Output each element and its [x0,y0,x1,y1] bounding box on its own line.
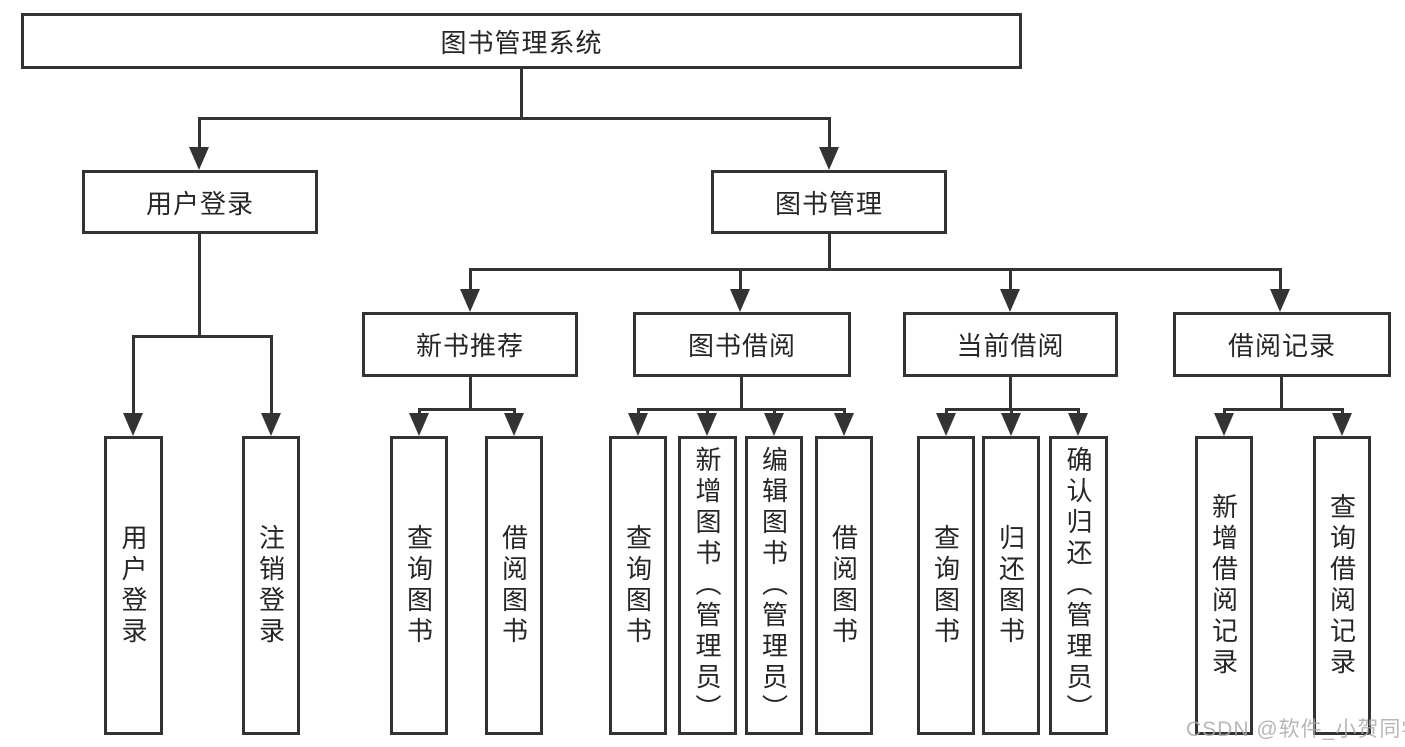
connector-line [520,69,523,117]
leaf-borrow-add-book-admin: 新增图书（管理员） [678,436,737,735]
connector-arrowhead [730,289,750,312]
connector-line [270,335,273,415]
leaf-newbook-borrow-book: 借阅图书 [485,436,543,735]
connector-arrowhead [460,289,480,312]
leaf-borrow-edit-book-admin-label: 编辑图书（管理员） [758,446,789,725]
node-book-management-label: 图书管理 [774,188,883,219]
connector-line [1341,408,1344,416]
leaf-record-query-label: 查询借阅记录 [1326,492,1357,679]
connector-arrowhead [834,413,854,436]
leaf-logout-label: 注销登录 [255,523,286,648]
connector-arrowhead [697,413,717,436]
leaf-newbook-borrow-book-label: 借阅图书 [498,523,529,648]
node-user-login: 用户登录 [82,170,318,234]
connector-line [469,377,472,410]
node-book-borrow-label: 图书借阅 [687,331,796,361]
leaf-newbook-query-book-label: 查询图书 [403,523,434,648]
connector-line [1009,377,1012,410]
csdn-watermark: CSDN @软件_小贺同学 [1186,718,1405,741]
connector-line [843,408,846,416]
node-book-management: 图书管理 [711,170,947,234]
connector-line [1009,268,1012,291]
connector-line [513,408,516,416]
leaf-borrow-edit-book-admin: 编辑图书（管理员） [745,436,803,735]
leaf-borrow-add-book-admin-label: 新增图书（管理员） [692,446,722,725]
connector-line [637,408,846,411]
connector-arrowhead [1068,413,1088,436]
node-new-book-recommend: 新书推荐 [362,312,578,377]
node-root-label: 图书管理系统 [440,27,603,58]
connector-line [773,408,776,416]
leaf-record-add-label: 新增借阅记录 [1208,492,1239,679]
leaf-current-confirm-return-admin-label: 确认归还（管理员） [1063,446,1093,725]
connector-line [1077,408,1080,416]
connector-arrowhead [1270,289,1290,312]
leaf-borrow-borrow-book-label: 借阅图书 [828,523,859,648]
connector-arrowhead [819,147,839,170]
connector-arrowhead [504,413,524,436]
connector-line [706,408,709,416]
connector-arrowhead [628,413,648,436]
leaf-record-add: 新增借阅记录 [1195,436,1253,735]
connector-line [1223,408,1226,416]
connector-arrowhead [764,413,784,436]
leaf-record-query: 查询借阅记录 [1313,436,1371,735]
connector-arrowhead [261,413,281,436]
leaf-borrow-query-book-label: 查询图书 [622,523,653,648]
leaf-borrow-borrow-book: 借阅图书 [815,436,873,735]
connector-line [198,234,201,337]
connector-line [132,335,135,415]
connector-line [198,117,831,120]
connector-arrowhead [1001,413,1021,436]
connector-line [1223,408,1344,411]
node-borrow-record-label: 借阅记录 [1227,331,1336,361]
node-current-borrow-label: 当前借阅 [956,331,1065,361]
connector-line [945,408,948,416]
leaf-borrow-query-book: 查询图书 [609,436,667,735]
connector-line [469,268,472,291]
connector-line [469,268,1282,271]
leaf-current-return-book: 归还图书 [982,436,1040,735]
connector-line [418,408,516,411]
leaf-current-query-book: 查询图书 [917,436,975,735]
connector-arrowhead [409,413,429,436]
connector-line [1010,408,1013,416]
node-borrow-record: 借阅记录 [1173,312,1391,377]
connector-line [1279,268,1282,291]
leaf-user-login-label: 用户登录 [118,523,148,648]
connector-arrowhead [1332,413,1352,436]
leaf-logout: 注销登录 [242,436,300,735]
connector-arrowhead [1000,289,1020,312]
node-root: 图书管理系统 [21,13,1022,69]
connector-line [740,377,743,410]
connector-line [1280,377,1283,410]
connector-arrowhead [936,413,956,436]
connector-arrowhead [1214,413,1234,436]
node-new-book-recommend-label: 新书推荐 [415,331,524,361]
leaf-current-query-book-label: 查询图书 [930,523,961,648]
connector-line [739,268,742,291]
connector-arrowhead [189,147,209,170]
leaf-current-confirm-return-admin: 确认归还（管理员） [1049,436,1108,735]
connector-line [828,117,831,148]
connector-arrowhead [123,413,143,436]
leaf-newbook-query-book: 查询图书 [390,436,448,735]
node-user-login-label: 用户登录 [145,188,254,219]
connector-line [418,408,421,416]
connector-line [198,117,201,148]
connector-line [637,408,640,416]
node-book-borrow: 图书借阅 [633,312,851,377]
connector-line [828,234,831,270]
node-current-borrow: 当前借阅 [903,312,1118,377]
leaf-user-login: 用户登录 [104,436,163,735]
leaf-current-return-book-label: 归还图书 [995,523,1026,648]
connector-line [132,335,273,338]
